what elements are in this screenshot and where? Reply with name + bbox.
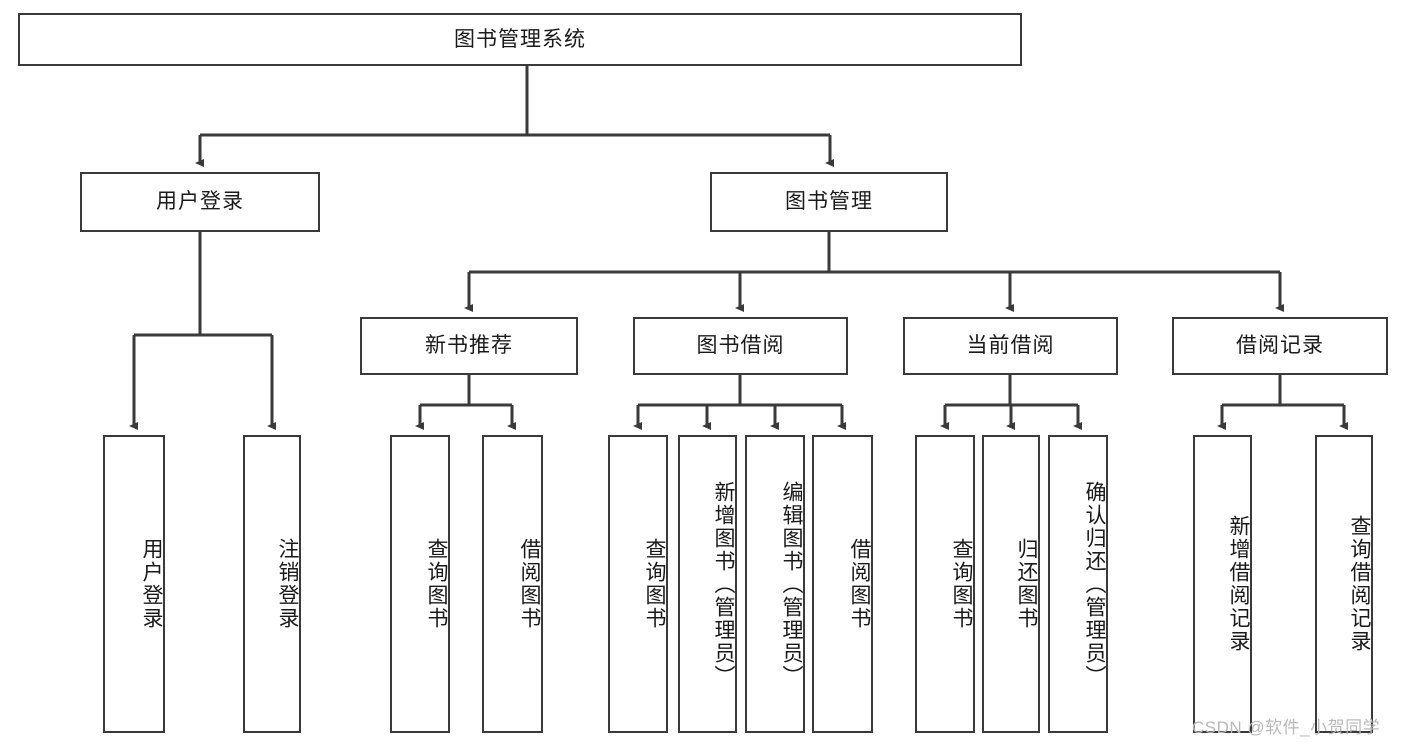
leaf-new-books-borrow[interactable]: 借阅图书 [482,435,543,733]
leaf-new-books-borrow-label: 借阅图书 [518,538,541,630]
node-user-login[interactable]: 用户登录 [80,172,320,232]
leaf-borrow-query-book-label: 查询图书 [643,538,666,630]
leaf-user-logout[interactable]: 注销登录 [243,435,301,733]
leaf-borrow-borrow-book[interactable]: 借阅图书 [812,435,873,733]
node-book-management[interactable]: 图书管理 [710,172,948,232]
node-current-borrow-label: 当前借阅 [966,334,1055,358]
leaf-records-add-label: 新增借阅记录 [1227,515,1250,653]
leaf-borrow-edit-book-admin-label: 编辑图书（管理员） [780,480,803,688]
leaf-current-query-book-label: 查询图书 [950,538,973,630]
leaf-user-login-label: 用户登录 [140,538,163,630]
leaf-current-query-book[interactable]: 查询图书 [915,435,975,733]
watermark: CSDN @软件_小贺同学 [1192,718,1381,737]
leaf-new-books-query[interactable]: 查询图书 [390,435,450,733]
node-book-borrow[interactable]: 图书借阅 [633,317,848,375]
leaf-user-login[interactable]: 用户登录 [103,435,165,733]
leaf-current-confirm-return-admin-label: 确认归还（管理员） [1083,480,1106,688]
node-borrow-records-label: 借阅记录 [1236,334,1324,358]
leaf-new-books-query-label: 查询图书 [425,538,448,630]
leaf-borrow-query-book[interactable]: 查询图书 [608,435,668,733]
leaf-borrow-add-book-admin[interactable]: 新增图书（管理员） [678,435,737,733]
leaf-borrow-add-book-admin-label: 新增图书（管理员） [712,480,735,688]
node-borrow-records[interactable]: 借阅记录 [1172,317,1388,375]
node-book-management-label: 图书管理 [785,190,873,214]
leaf-current-return-book-label: 归还图书 [1015,538,1038,630]
leaf-records-query[interactable]: 查询借阅记录 [1315,435,1373,733]
leaf-user-logout-label: 注销登录 [276,538,299,630]
node-root[interactable]: 图书管理系统 [18,13,1022,66]
leaf-current-confirm-return-admin[interactable]: 确认归还（管理员） [1048,435,1108,733]
leaf-borrow-borrow-book-label: 借阅图书 [848,538,871,630]
leaf-current-return-book[interactable]: 归还图书 [982,435,1040,733]
node-new-book-recommend-label: 新书推荐 [425,334,513,358]
leaf-borrow-edit-book-admin[interactable]: 编辑图书（管理员） [745,435,805,733]
node-root-label: 图书管理系统 [454,27,586,51]
node-current-borrow[interactable]: 当前借阅 [903,317,1118,375]
leaf-records-add[interactable]: 新增借阅记录 [1193,435,1252,733]
node-new-book-recommend[interactable]: 新书推荐 [360,317,578,375]
node-book-borrow-label: 图书借阅 [696,334,785,358]
node-user-login-label: 用户登录 [156,190,244,214]
leaf-records-query-label: 查询借阅记录 [1348,515,1371,653]
